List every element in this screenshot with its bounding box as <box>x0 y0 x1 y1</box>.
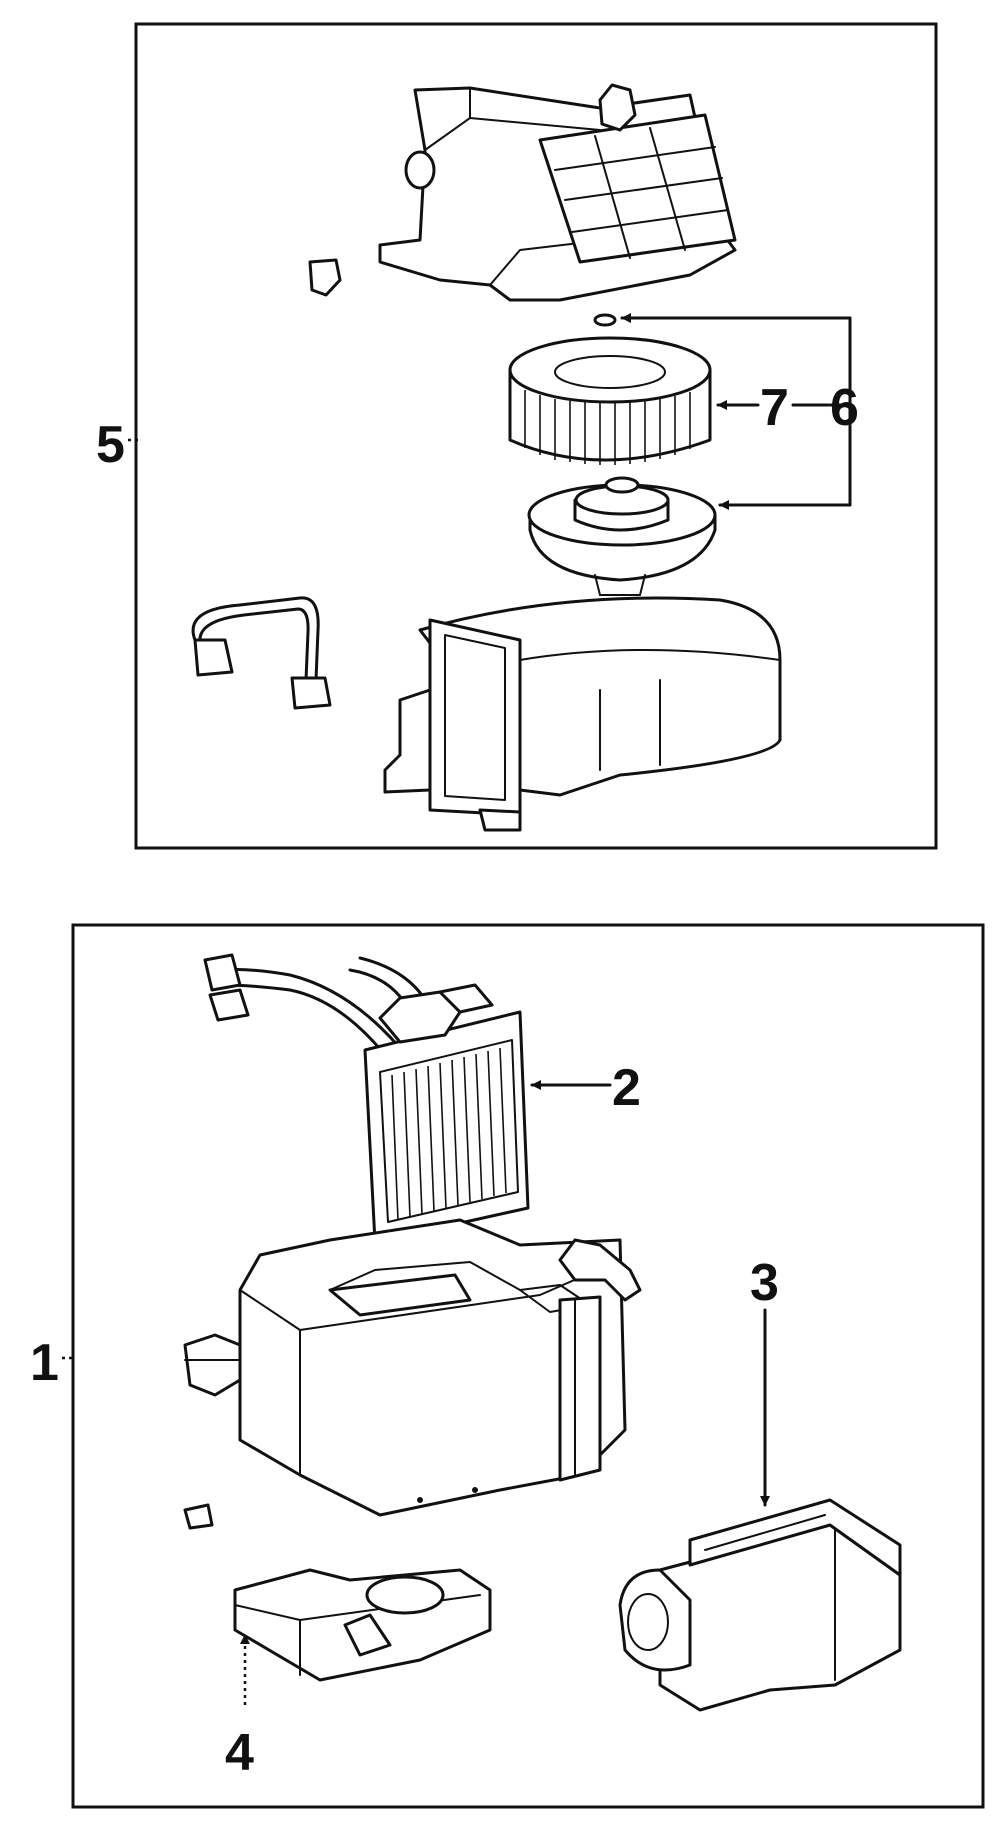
callout-1: 1 <box>30 1334 59 1392</box>
blower-upper-housing <box>308 83 737 302</box>
foot-duct <box>233 1568 492 1682</box>
heater-assembly-frame <box>71 923 985 1809</box>
callout-1-group: 1 <box>30 1334 75 1392</box>
callout-5-group: 5 <box>96 416 138 474</box>
blower-fan-wheel <box>508 313 712 465</box>
duct <box>618 1498 902 1712</box>
callout-2-group: 2 <box>530 1059 641 1117</box>
wiring-harness <box>191 596 332 710</box>
callout-6-group: 6 <box>620 313 859 510</box>
callout-4: 4 <box>225 1724 254 1782</box>
callout-6: 6 <box>830 379 859 437</box>
callout-2: 2 <box>612 1059 641 1117</box>
callout-4-group: 4 <box>225 1634 254 1782</box>
heater-case <box>183 1218 642 1530</box>
heater-core <box>203 953 530 1244</box>
blower-motor <box>527 476 717 596</box>
callout-3: 3 <box>750 1254 779 1312</box>
blower-lower-case <box>383 596 782 832</box>
callout-5: 5 <box>96 416 125 474</box>
callout-3-group: 3 <box>750 1254 779 1507</box>
callout-7-group: 7 <box>716 379 830 437</box>
blower-assembly-frame <box>134 22 938 850</box>
callout-7: 7 <box>760 379 789 437</box>
